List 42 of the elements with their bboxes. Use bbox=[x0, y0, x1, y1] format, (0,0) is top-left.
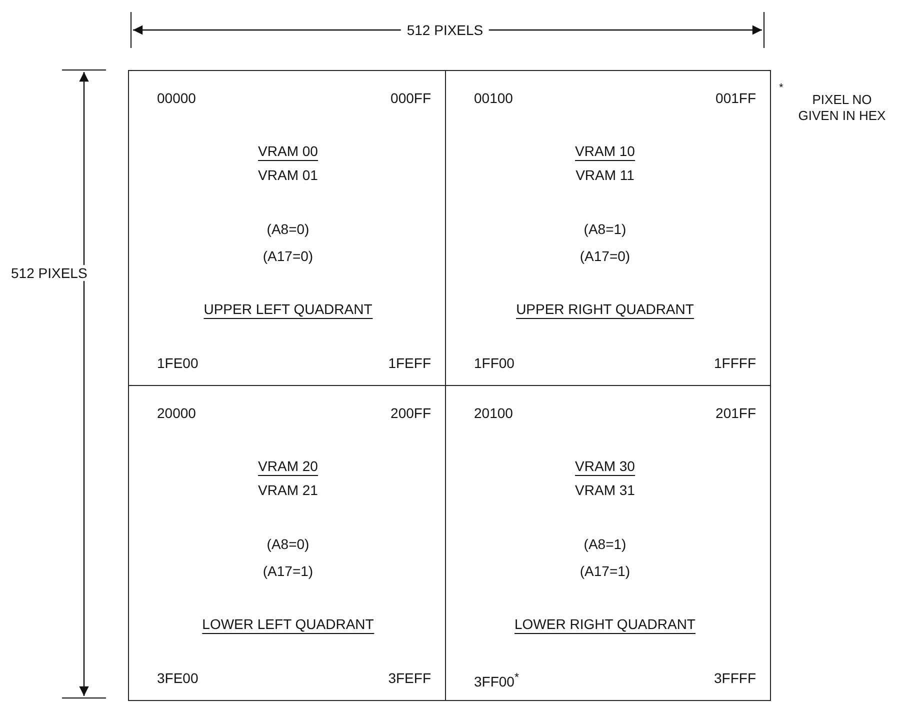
pixel-address: 000FF bbox=[390, 90, 431, 106]
address-bit-label: (A17=1) bbox=[262, 563, 314, 579]
quadrant-box bbox=[445, 70, 771, 386]
memory-label: VRAM 31 bbox=[575, 482, 635, 498]
quadrant-box bbox=[128, 70, 446, 386]
address-bit-label: (A17=1) bbox=[580, 563, 630, 579]
pixel-address: 201FF bbox=[716, 405, 756, 421]
dimension-label: 512 PIXELS bbox=[400, 22, 490, 38]
pixel-address: 1FF00 bbox=[474, 355, 514, 371]
quadrant-title: LOWER LEFT QUADRANT bbox=[202, 616, 374, 634]
pixel-address: 20000 bbox=[157, 405, 196, 421]
memory-label: VRAM 10 bbox=[575, 143, 635, 161]
pixel-address: 001FF bbox=[716, 90, 756, 106]
address-bit-label: (A8=0) bbox=[266, 536, 310, 552]
pixel-address: 00100 bbox=[474, 90, 513, 106]
quadrant-box bbox=[128, 385, 446, 701]
address-bit-label: (A17=0) bbox=[262, 248, 314, 264]
address-bit-label: (A8=1) bbox=[584, 221, 626, 237]
memory-label: VRAM 00 bbox=[258, 143, 318, 161]
pixel-address: 3FEFF bbox=[388, 670, 431, 686]
memory-label: VRAM 21 bbox=[258, 482, 318, 498]
pixel-address: 20100 bbox=[474, 405, 513, 421]
pixel-address: 3FF00$^{*}$ bbox=[474, 670, 520, 690]
quadrant-title: UPPER RIGHT QUADRANT bbox=[516, 301, 694, 319]
pixel-address: 00000 bbox=[157, 90, 196, 106]
footnote-text: PIXEL NO GIVEN IN HEX bbox=[797, 92, 887, 124]
pixel-address: 1FFFF bbox=[714, 355, 756, 371]
pixel-address: 3FFFF bbox=[714, 670, 756, 686]
address-bit-label: (A8=0) bbox=[266, 221, 310, 237]
quadrant-box bbox=[445, 385, 771, 701]
pixel-address: 1FEFF bbox=[388, 355, 431, 371]
pixel-address: 3FE00 bbox=[157, 670, 198, 686]
pixel-address: 1FE00 bbox=[157, 355, 198, 371]
address-bit-label: (A8=1) bbox=[584, 536, 626, 552]
memory-label: VRAM 01 bbox=[258, 167, 318, 183]
memory-label: VRAM 30 bbox=[575, 458, 635, 476]
quadrant-title: LOWER RIGHT QUADRANT bbox=[514, 616, 696, 634]
memory-label: VRAM 11 bbox=[576, 167, 634, 183]
address-bit-label: (A17=0) bbox=[580, 248, 630, 264]
memory-label: VRAM 20 bbox=[258, 458, 318, 476]
quadrant-title: UPPER LEFT QUADRANT bbox=[204, 301, 372, 319]
pixel-address: 200FF bbox=[390, 405, 431, 421]
